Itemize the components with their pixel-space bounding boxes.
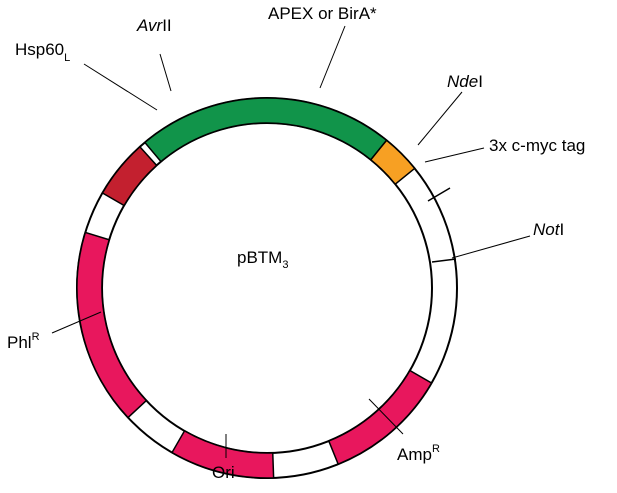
label-noti: NotI [533,220,564,239]
label-avrii: AvrII [136,16,172,35]
label-amp-r: AmpR [397,443,440,464]
leader-noti [451,235,531,259]
segment-apex [143,97,388,163]
ring-inner [101,122,433,454]
leader-amp [368,398,404,435]
label-myc-tag: 3x c-myc tag [489,136,585,155]
segment-myc-tag [369,139,416,186]
leader-ndei [417,91,463,146]
label-phl-r: PhlR [7,331,40,352]
leader-hsp60 [83,63,158,111]
segment-phl-r [76,231,148,419]
divider-tick [427,187,451,202]
label-ori: Ori [212,463,235,482]
leader-myc [424,147,485,163]
divider-tick [431,258,457,263]
leader-phl [51,311,102,334]
segment-hsp60 [101,145,158,207]
leader-apex [319,25,346,89]
label-apex: APEX or BirA* [268,4,377,23]
leader-avrii [159,53,172,92]
plasmid-name: pBTM3 [237,248,288,271]
segment-ori [170,429,275,479]
label-hsp60: Hsp60L [15,40,70,64]
segment-amp-r [327,369,433,466]
label-ndei: NdeI [447,72,483,91]
